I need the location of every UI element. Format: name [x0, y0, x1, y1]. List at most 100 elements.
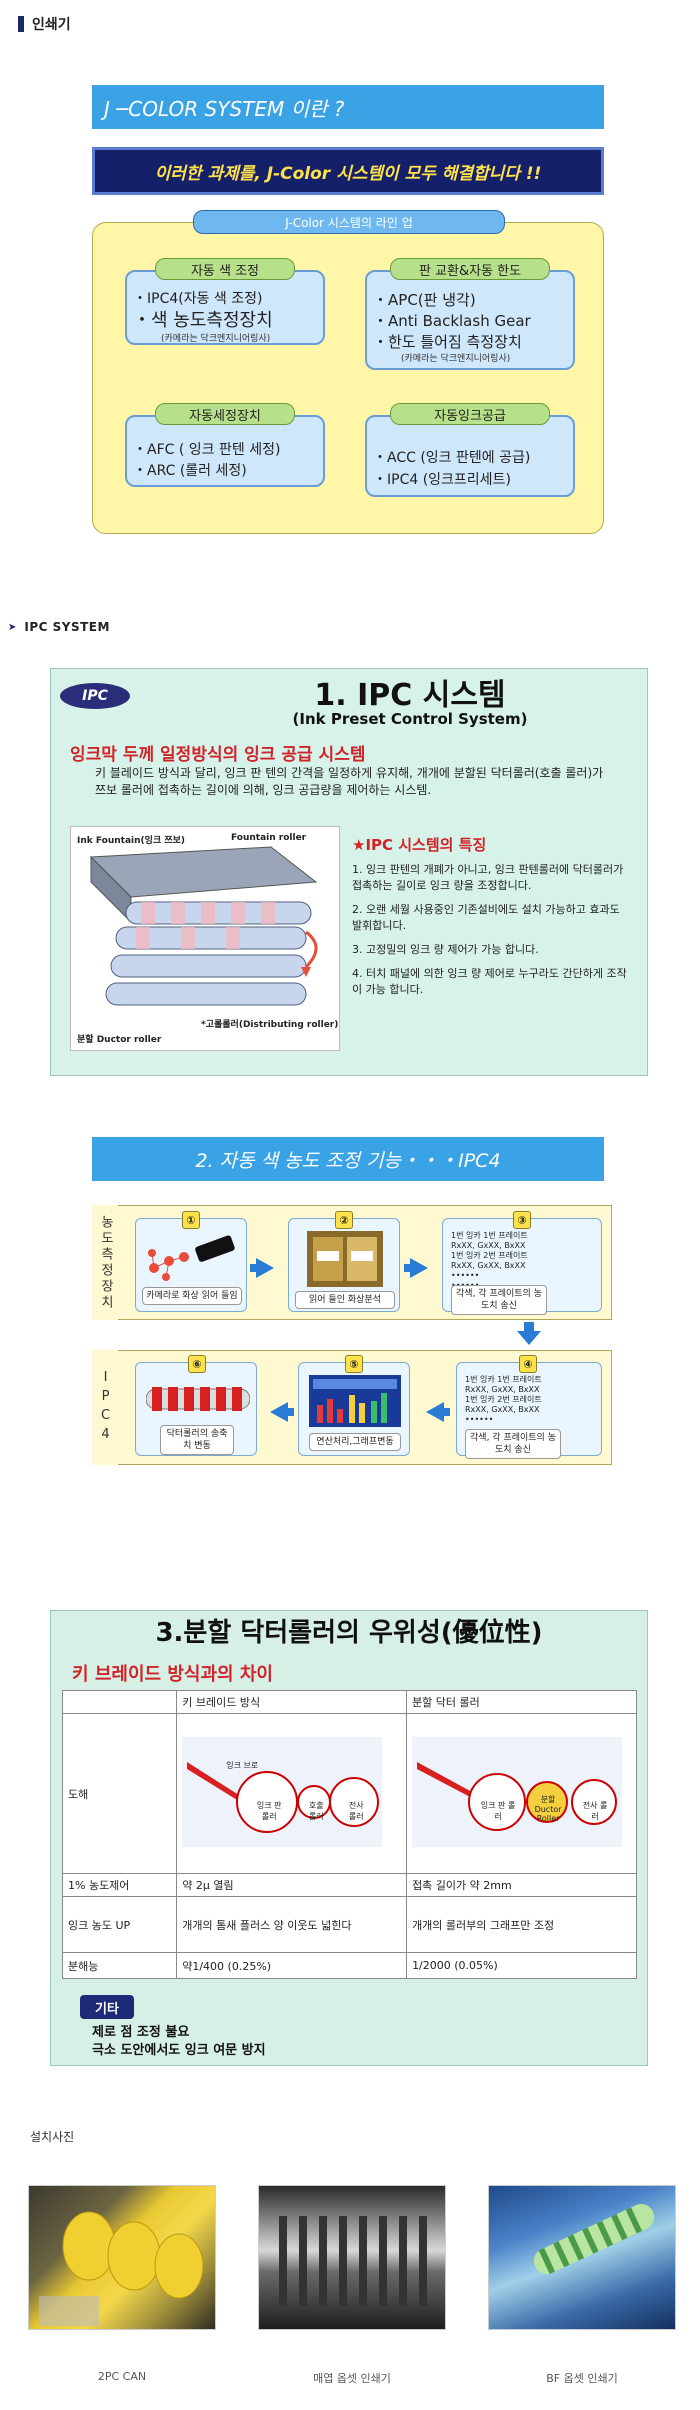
group-item: ・Anti Backlash Gear	[373, 312, 531, 330]
ipc4-title-banner: 2. 자동 색 농도 조정 기능・・・IPC4	[92, 1137, 604, 1181]
comparison-table: 키 브레이드 방식 분할 닥터 롤러 도해 잉크 브로 잉크 판 롤러 호출 롤…	[61, 1690, 637, 1979]
section-marker	[18, 16, 24, 32]
group-item: ・APC(판 냉각)	[373, 291, 476, 309]
label-ink-fountain: Ink Fountain(잉크 쯔보)	[77, 836, 186, 846]
row-label-measure: 농도측정장치	[92, 1205, 118, 1320]
step-caption: 각색, 각 프레이트의 농도치 송신	[451, 1285, 547, 1315]
label-roller: 호출 롤러	[308, 1801, 324, 1821]
row-label-ipc4: IPC4	[92, 1350, 118, 1465]
key-blade-diagram-cell: 잉크 브로 잉크 판 롤러 호출 롤러 전사 롤러	[176, 1713, 408, 1874]
step-1-card: ① 카메라로 화상 읽어 들임	[135, 1211, 247, 1312]
ipc4-title: 2. 자동 색 농도 조정 기능・・・IPC4	[195, 1149, 501, 1172]
table-row: 잉크 농도 UP 개개의 톰새 플러스 양 이웃도 넓힌다 개개의 롤러부의 그…	[61, 1896, 637, 1953]
section-title: 인쇄기	[32, 17, 71, 33]
ipc-roller-illustration	[89, 846, 318, 1006]
jcolor-solve-banner: 이러한 과제를, J-Color 시스템이 모두 해결합니다 !!	[92, 147, 604, 195]
group-item: ・한도 틀어짐 측정장치	[373, 333, 522, 351]
step-caption: 카메라로 화상 읽어 들임	[142, 1287, 242, 1305]
lineup-label: J-Color 시스템의 라인 업	[193, 210, 505, 234]
table-cell: 개개의 톰새 플러스 양 이웃도 넓힌다	[176, 1896, 408, 1953]
group-items-auto-ink: ・ACC (잉크 판텐에 공급) ・IPC4 (잉크프리세트)	[373, 447, 573, 491]
step-caption: 닥터롤러의 송축치 변동	[160, 1425, 234, 1455]
feature-item: 3. 고정밀의 잉크 량 제어가 가능 합니다.	[352, 943, 539, 956]
doctor-roller-diagram-cell: 잉크 판 롤러 분할 Ductor Roller 전사 롤러	[406, 1713, 637, 1874]
key-blade-diagram	[182, 1737, 383, 1847]
diagram-labels: 잉크 브로 잉크 판 롤러 호출 롤러 전사 롤러	[182, 1760, 401, 1850]
gita-line: 극소 도안에서도 잉크 여문 방지	[92, 2043, 266, 2058]
photo-caption: BF 옵셋 인쇄기	[546, 2372, 618, 2385]
plate-line: RxXX, GxXX, BxXX	[465, 1405, 540, 1414]
group-label-text: 자동잉크공급	[434, 408, 506, 424]
group-item: ・IPC4(자동 색 조정)	[133, 291, 263, 307]
step-number: ①	[182, 1211, 200, 1229]
down-arrow-icon	[517, 1331, 541, 1345]
step-number: ⑤	[345, 1355, 363, 1373]
step-number: ③	[513, 1211, 531, 1229]
arrow-shaft	[286, 1408, 294, 1416]
gita-label: 기타	[95, 2001, 119, 2017]
item-text: Anti Backlash Gear	[388, 312, 531, 330]
plate-line: ••••••	[465, 1415, 494, 1424]
plate-line: ••••••	[451, 1271, 480, 1280]
section-header-printer: 인쇄기	[18, 14, 71, 34]
right-arrow-icon	[256, 1258, 274, 1278]
label-roller: 전사 롤러	[348, 1801, 364, 1821]
plate-line: 1번 잉카 1번 프레이트	[465, 1375, 542, 1384]
plate-line: 1번 잉카 1번 프레이트	[451, 1231, 528, 1240]
item-text: ARC (롤러 세정)	[147, 463, 247, 479]
table-row: 분해능 약1/400 (0.25%) 1/2000 (0.05%)	[61, 1952, 637, 1979]
section-title: IPC SYSTEM	[24, 620, 110, 634]
arrow-shaft	[524, 1322, 534, 1332]
gita-line: 제로 점 조정 불요	[92, 2025, 190, 2040]
right-arrow-icon	[410, 1258, 428, 1278]
photo-caption: 2PC CAN	[97, 2370, 147, 2383]
graph-screen-icon	[309, 1375, 401, 1427]
plate-line: 1번 잉카 2번 프레이트	[451, 1251, 528, 1260]
feature-item: 1. 잉크 판텐의 개폐가 아니고, 잉크 판텐롤러에 닥터롤러가 접촉하는 길…	[352, 863, 624, 892]
group-label-text: 판 교환&자동 한도	[418, 263, 522, 279]
ipc-subtitle: (Ink Preset Control System)	[292, 710, 528, 728]
jcolor-title: J ─COLOR SYSTEM 이란 ?	[104, 96, 345, 121]
group-label-plate-change: 판 교환&자동 한도	[390, 258, 550, 280]
row-label: 분해능	[61, 1952, 178, 1979]
green-roller-photo	[533, 2204, 655, 2275]
step-number: ②	[335, 1211, 353, 1229]
group-label-text: 자동 색 조정	[190, 263, 260, 279]
group-item: ・IPC4 (잉크프리세트)	[373, 472, 511, 488]
camera-capture-icon	[148, 1235, 235, 1281]
ipc-red-heading: 잉크막 두께 일정방식의 잉크 공급 시스템	[70, 745, 366, 765]
doctor-title: 3.분할 닥터롤러의 우위성(優位性)	[155, 1618, 543, 1648]
ipc-features-list: 1. 잉크 판텐의 개폐가 아니고, 잉크 판텐롤러에 닥터롤러가 접촉하는 길…	[352, 862, 632, 998]
item-text: APC(판 냉각)	[388, 291, 476, 309]
header-cell: 키 브레이드 방식	[176, 1690, 408, 1714]
plate-values: 1번 잉카 1번 프레이트 RxXX, GxXX, BxXX 1번 잉카 2번 …	[451, 1231, 528, 1291]
group-box-auto-color	[125, 270, 325, 345]
item-text: 한도 틀어짐 측정장치	[388, 333, 522, 351]
image-analysis-icon	[307, 1231, 383, 1287]
label-fountain-roller: Fountain roller	[231, 833, 307, 843]
row-label-text: 농도측정장치	[98, 1214, 113, 1311]
group-label-text: 자동세정장치	[189, 408, 261, 424]
section-header-ipc: ➤ IPC SYSTEM	[8, 620, 110, 634]
feature-item: 2. 오랜 세월 사용중인 기존설비에도 설치 가능하고 효과도 발휘합니다.	[352, 903, 620, 932]
table-row-diagram: 도해 잉크 브로 잉크 판 롤러 호출 롤러 전사 롤러	[61, 1713, 637, 1874]
plate-line: RxXX, GxXX, BxXX	[451, 1261, 526, 1270]
arrow-shaft	[442, 1408, 450, 1416]
step-caption: 각색, 각 프레이트의 농도치 송신	[465, 1429, 561, 1459]
group-item: ・ARC (롤러 세정)	[133, 463, 247, 479]
photo-bf-offset	[488, 2185, 676, 2330]
feature-item: 4. 터치 패널에 의한 잉크 량 제어로 누구라도 간단하게 조작이 가능 합…	[352, 967, 627, 996]
label-ductor: 분할 Ductor Roller	[534, 1795, 562, 1823]
doctor-subtitle: 키 브레이드 방식과의 차이	[72, 1664, 273, 1685]
item-text: AFC ( 잉크 판텐 세정)	[147, 442, 281, 458]
group-label-auto-clean: 자동세정장치	[155, 403, 295, 425]
item-text: IPC4(자동 색 조정)	[147, 291, 263, 307]
item-text: IPC4 (잉크프리세트)	[387, 472, 511, 488]
gita-lines: 제로 점 조정 불요 극소 도안에서도 잉크 여문 방지	[92, 2024, 266, 2060]
ipc-title: 1. IPC 시스템	[314, 678, 506, 713]
split-doctor-diagram	[412, 1737, 623, 1847]
jcolor-title-banner: J ─COLOR SYSTEM 이란 ?	[92, 85, 604, 129]
left-arrow-icon	[270, 1402, 288, 1422]
ipc-roller-diagram: Ink Fountain(잉크 쯔보) Fountain roller 분할 D…	[70, 826, 340, 1051]
ipc-description: 키 블레이드 방식과 달리, 잉크 판 텐의 간격을 일정하게 유지해, 개개에…	[95, 766, 604, 797]
